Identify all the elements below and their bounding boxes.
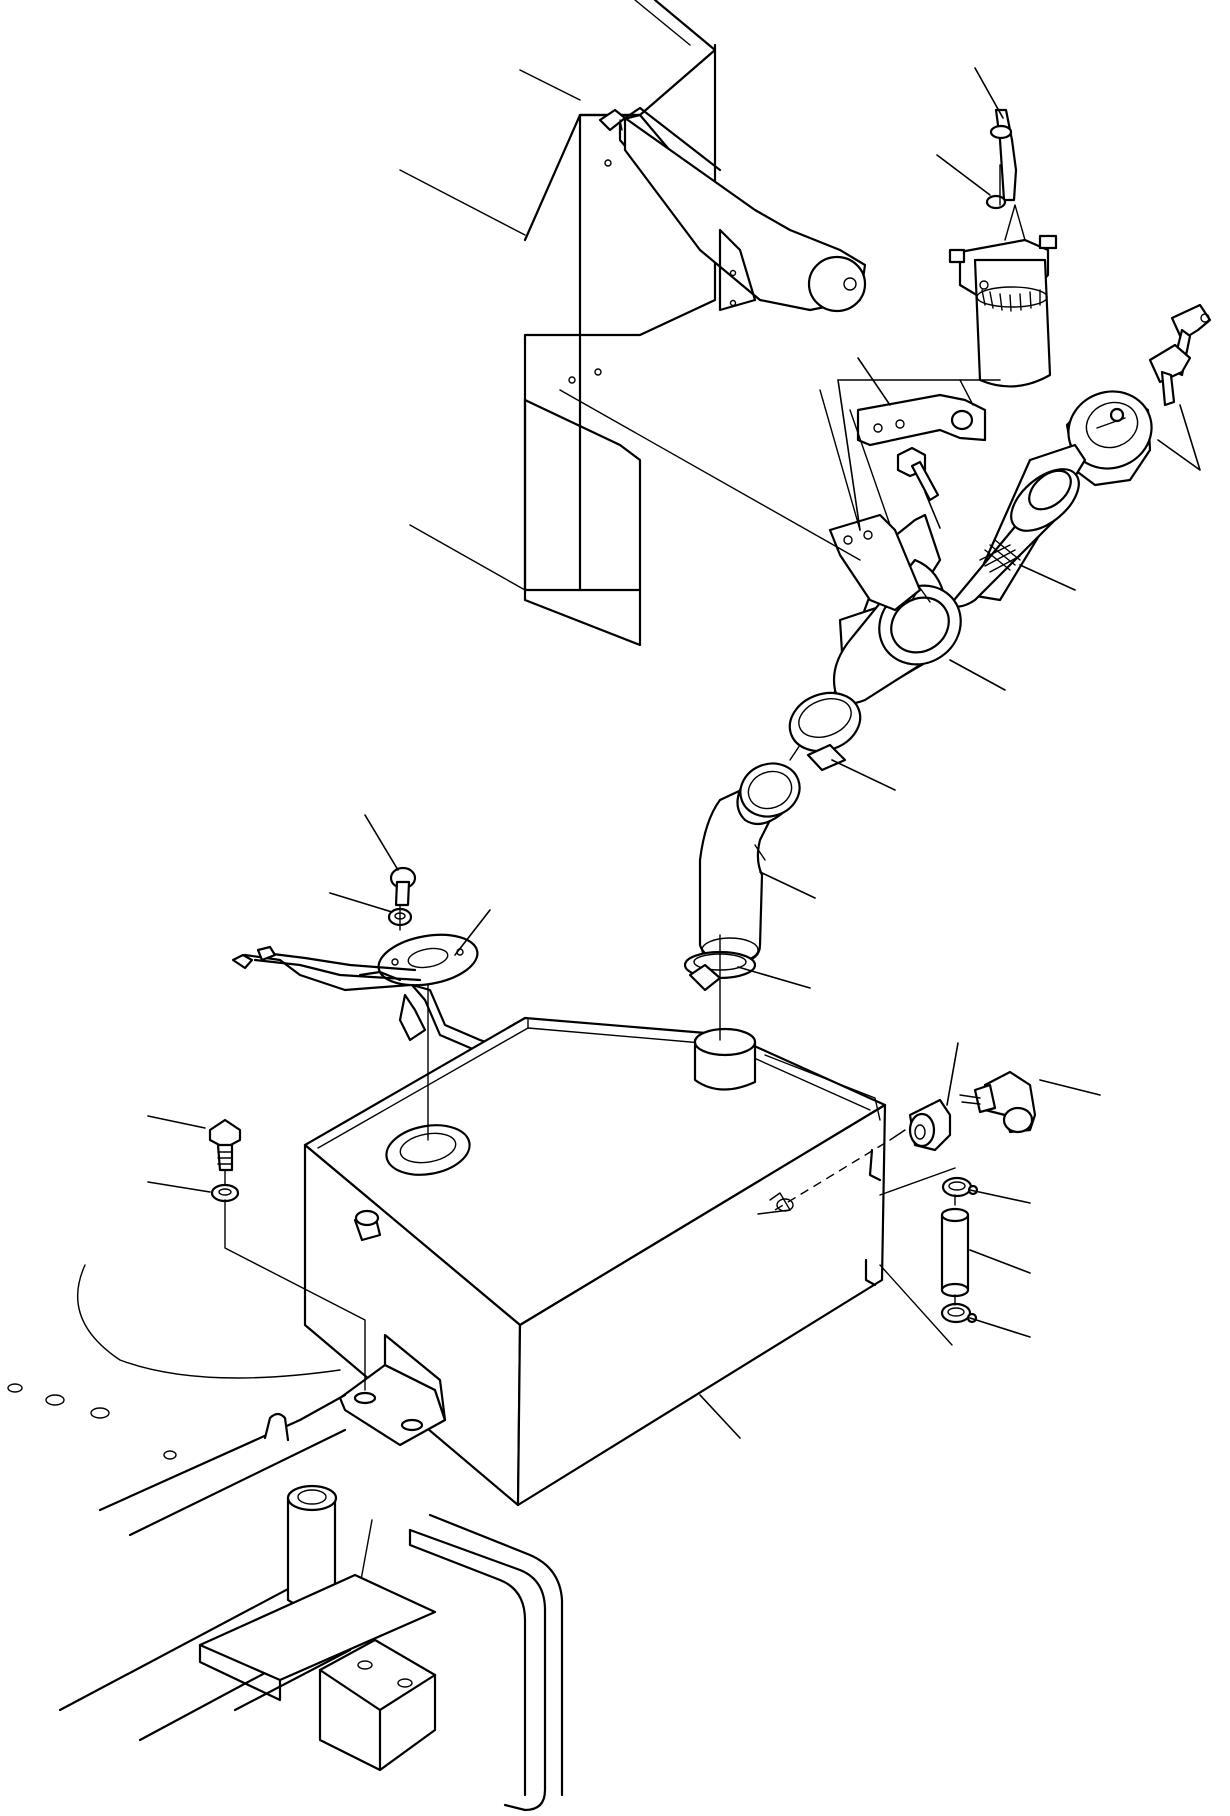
tank-mount-foot: [338, 1333, 447, 1447]
sender-screw: [389, 866, 417, 907]
filter-bracket-bolt: [896, 446, 940, 502]
tank-washer: [210, 1183, 240, 1203]
fuel-cap: [1065, 390, 1153, 487]
filler-hose: [698, 762, 801, 964]
filter-bracket: [856, 393, 987, 447]
chassis-frame: [7, 1264, 564, 1812]
assembly-lines: [224, 119, 1001, 1391]
cap-keys: [1148, 303, 1212, 407]
support-arm-bracket: [598, 106, 867, 313]
drain-hose: [940, 1207, 970, 1298]
hose-clamp-upper: [788, 691, 862, 772]
filler-mount-bracket: [819, 389, 922, 612]
drain-valve: [908, 1098, 952, 1152]
callout-leaders: [147, 67, 1201, 1439]
fuel-filter-assembly: [948, 108, 1058, 388]
drain-clamp-lower: [940, 1302, 978, 1324]
fuel-tank: [303, 1016, 887, 1507]
sender-wiring: [231, 945, 422, 992]
cab-body-panel: [399, 0, 717, 647]
drain-clamp-upper: [941, 1176, 979, 1198]
drain-elbow: [959, 1070, 1037, 1134]
filler-pipe-upper: [948, 443, 1087, 608]
tank-bolt: [208, 1118, 242, 1172]
